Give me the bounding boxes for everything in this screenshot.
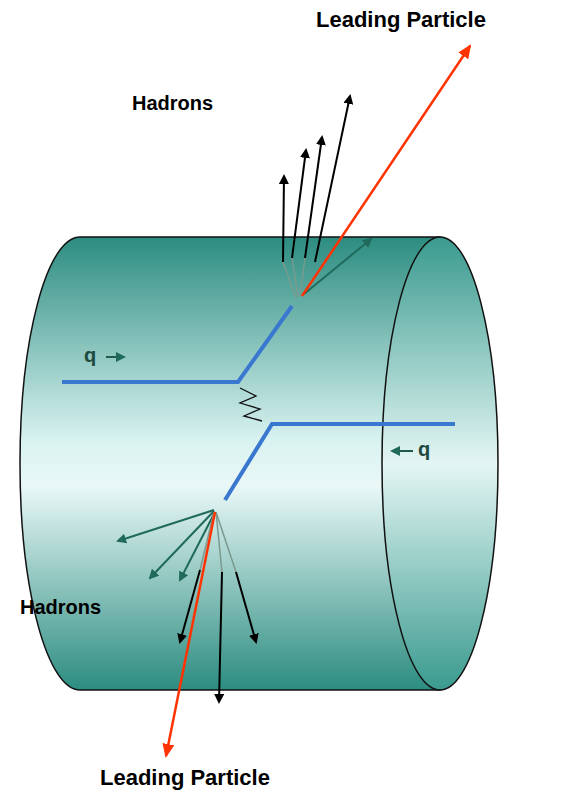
cylinder-body xyxy=(20,237,440,690)
exchange-boson xyxy=(240,388,262,421)
quark-label: q xyxy=(84,344,96,366)
quark-line xyxy=(62,306,292,382)
quark-label: q xyxy=(418,438,430,460)
cylinder-end xyxy=(382,237,498,690)
bottom-jet xyxy=(118,510,256,756)
particle-label: Leading Particle xyxy=(316,8,486,32)
hadrons-label: Hadrons xyxy=(20,596,101,618)
quark-line xyxy=(225,424,455,500)
direction-arrow xyxy=(106,356,124,358)
hadrons-label: Hadrons xyxy=(132,92,213,114)
top-jet xyxy=(283,46,470,298)
direction-arrow xyxy=(392,450,413,452)
particle-label: Leading Particle xyxy=(100,766,270,790)
